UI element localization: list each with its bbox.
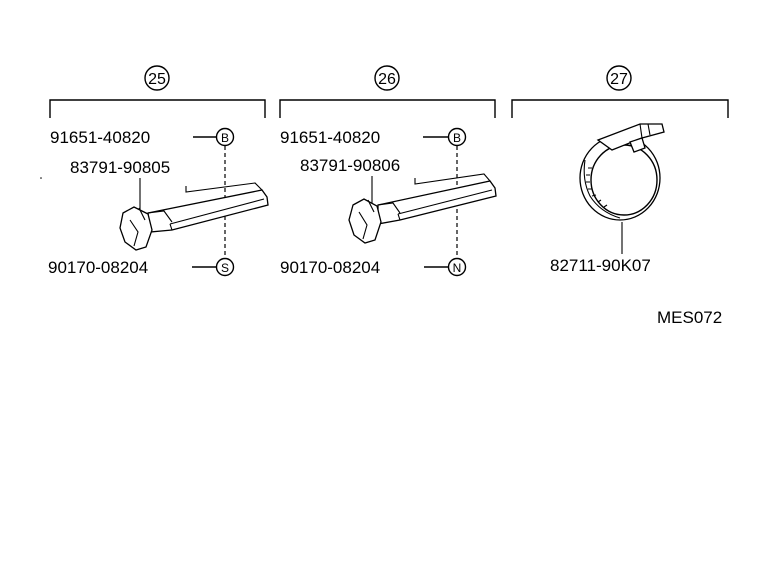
hose-clamp-part bbox=[579, 123, 665, 221]
group-26-bottom-symbol: N bbox=[453, 261, 462, 275]
group-26-bracket-line bbox=[279, 99, 496, 118]
group-27-bracket-line bbox=[511, 99, 729, 118]
group-27-index-badge: 27 bbox=[606, 65, 632, 91]
group-25-bracket-rail-part bbox=[119, 182, 269, 251]
group-26-top-symbol: B bbox=[453, 131, 461, 145]
group-26-index-badge: 26 bbox=[374, 65, 400, 91]
group-26-top-bolt-number: 91651-40820 bbox=[280, 128, 380, 147]
group-27-clamp-number: 82711-90K07 bbox=[550, 256, 651, 275]
group-25-bottom-screw-number: 90170-08204 bbox=[48, 258, 148, 277]
group-27: 27 82711-90K07 bbox=[511, 65, 729, 275]
group-25-bracket-line bbox=[49, 99, 266, 118]
group-25-bottom-symbol-badge: S bbox=[215, 257, 235, 277]
group-26-bottom-symbol-badge: N bbox=[447, 257, 467, 277]
group-26-top-symbol-badge: B bbox=[447, 127, 467, 147]
group-25: 25 91651-40820 B 83791-90805 90170-08204… bbox=[48, 65, 269, 277]
speck bbox=[40, 177, 42, 179]
group-25-top-bolt-number: 91651-40820 bbox=[50, 128, 150, 147]
group-26-bracket-rail-part bbox=[348, 173, 497, 244]
figure-code: MES072 bbox=[657, 308, 722, 327]
group-25-index-badge: 25 bbox=[144, 65, 170, 91]
group-26-bracket-number: 83791-90806 bbox=[300, 156, 400, 175]
group-27-index: 27 bbox=[610, 71, 628, 88]
group-25-bottom-symbol: S bbox=[221, 261, 229, 275]
group-25-bracket-number: 83791-90805 bbox=[70, 158, 170, 177]
group-25-top-symbol: B bbox=[221, 131, 229, 145]
group-26: 26 91651-40820 B 83791-90806 90170-08204… bbox=[279, 65, 497, 277]
group-25-index: 25 bbox=[148, 71, 166, 88]
group-25-top-symbol-badge: B bbox=[215, 127, 235, 147]
group-26-bottom-screw-number: 90170-08204 bbox=[280, 258, 380, 277]
group-26-index: 26 bbox=[378, 71, 396, 88]
